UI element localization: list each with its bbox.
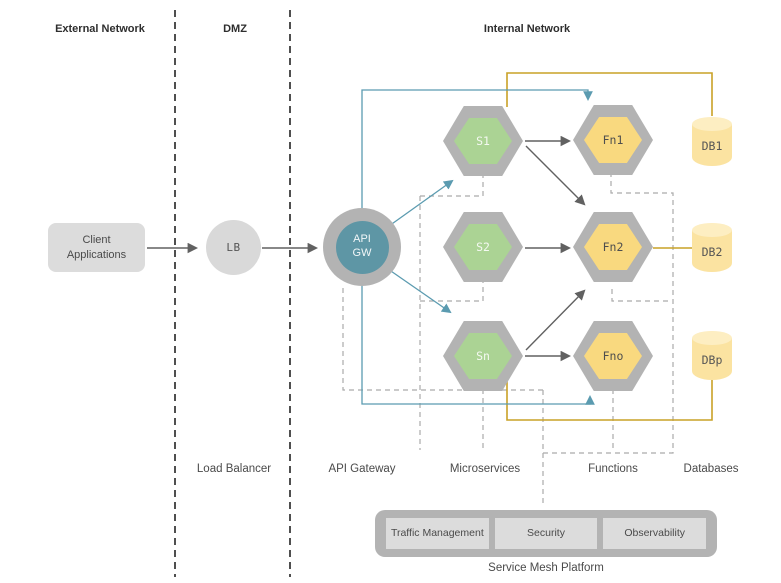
mesh-traffic-management-box: Traffic Management bbox=[386, 518, 489, 549]
service-mesh-platform-node: Traffic Management Security Observabilit… bbox=[375, 510, 717, 557]
column-label-api-gateway: API Gateway bbox=[328, 463, 396, 475]
edge-apigw-fno bbox=[361, 285, 595, 405]
service-mesh-platform-title: Service Mesh Platform bbox=[488, 562, 604, 574]
mesh-observability-box: Observability bbox=[603, 518, 707, 549]
load-balancer-node: LB bbox=[206, 220, 261, 275]
function-fn2-shape: Fn2 bbox=[584, 224, 642, 270]
zone-title-dmz: DMZ bbox=[223, 23, 247, 35]
dashed-fn1-link bbox=[543, 174, 674, 454]
dashed-fn2-link bbox=[611, 289, 672, 302]
edge-apigw-s1 bbox=[388, 179, 454, 227]
column-label-databases: Databases bbox=[683, 463, 739, 475]
gateway-routes bbox=[361, 89, 595, 405]
function-fno-shape: Fno bbox=[584, 333, 642, 379]
edge-sn-dbp bbox=[506, 370, 713, 421]
mesh-security-box: Security bbox=[494, 518, 598, 549]
service-s2-shape: S2 bbox=[454, 224, 512, 270]
database-db2-node: DB2 bbox=[692, 223, 732, 272]
dashed-s1-stub bbox=[420, 173, 484, 197]
zone-title-internal-network: Internal Network bbox=[483, 23, 571, 35]
service-s2-label: S2 bbox=[476, 240, 490, 254]
mesh-observability-label: Observability bbox=[624, 527, 686, 540]
edge-apigw-sn bbox=[387, 268, 452, 314]
database-dbp-node: DBp bbox=[692, 331, 732, 380]
service-s1-label: S1 bbox=[476, 134, 490, 148]
column-label-functions: Functions bbox=[588, 463, 638, 475]
mesh-traffic-management-label: Traffic Management bbox=[390, 527, 484, 540]
dashed-s2-stub bbox=[419, 278, 484, 302]
database-db1-node: DB1 bbox=[692, 117, 732, 166]
column-label-microservices: Microservices bbox=[449, 463, 521, 475]
service-s1-shape: S1 bbox=[454, 118, 512, 164]
load-balancer-label: LB bbox=[226, 241, 241, 254]
column-label-load-balancer: Load Balancer bbox=[196, 463, 272, 475]
service-sn-label: Sn bbox=[476, 349, 490, 363]
client-label-line2: Applications bbox=[66, 248, 127, 261]
database-db1-label: DB1 bbox=[701, 139, 723, 153]
edge-sn-fn2 bbox=[525, 289, 586, 351]
edge-apigw-fn1 bbox=[361, 89, 593, 209]
client-label-line1: Client bbox=[82, 234, 111, 247]
mesh-security-label: Security bbox=[527, 527, 565, 540]
database-dbp-label: DBp bbox=[701, 353, 723, 367]
edge-s1-fn2 bbox=[525, 145, 586, 206]
database-db2-label: DB2 bbox=[701, 245, 723, 259]
function-fn1-shape: Fn1 bbox=[584, 117, 642, 163]
function-fn2-label: Fn2 bbox=[602, 240, 624, 254]
function-fn1-label: Fn1 bbox=[602, 133, 624, 147]
flow-arrows bbox=[147, 135, 586, 362]
function-fno-label: Fno bbox=[602, 349, 624, 363]
dashed-gateway-boundary bbox=[342, 288, 543, 391]
service-sn-shape: Sn bbox=[454, 333, 512, 379]
zone-title-external-network: External Network bbox=[55, 23, 145, 35]
client-applications-node: Client Applications bbox=[48, 223, 145, 272]
